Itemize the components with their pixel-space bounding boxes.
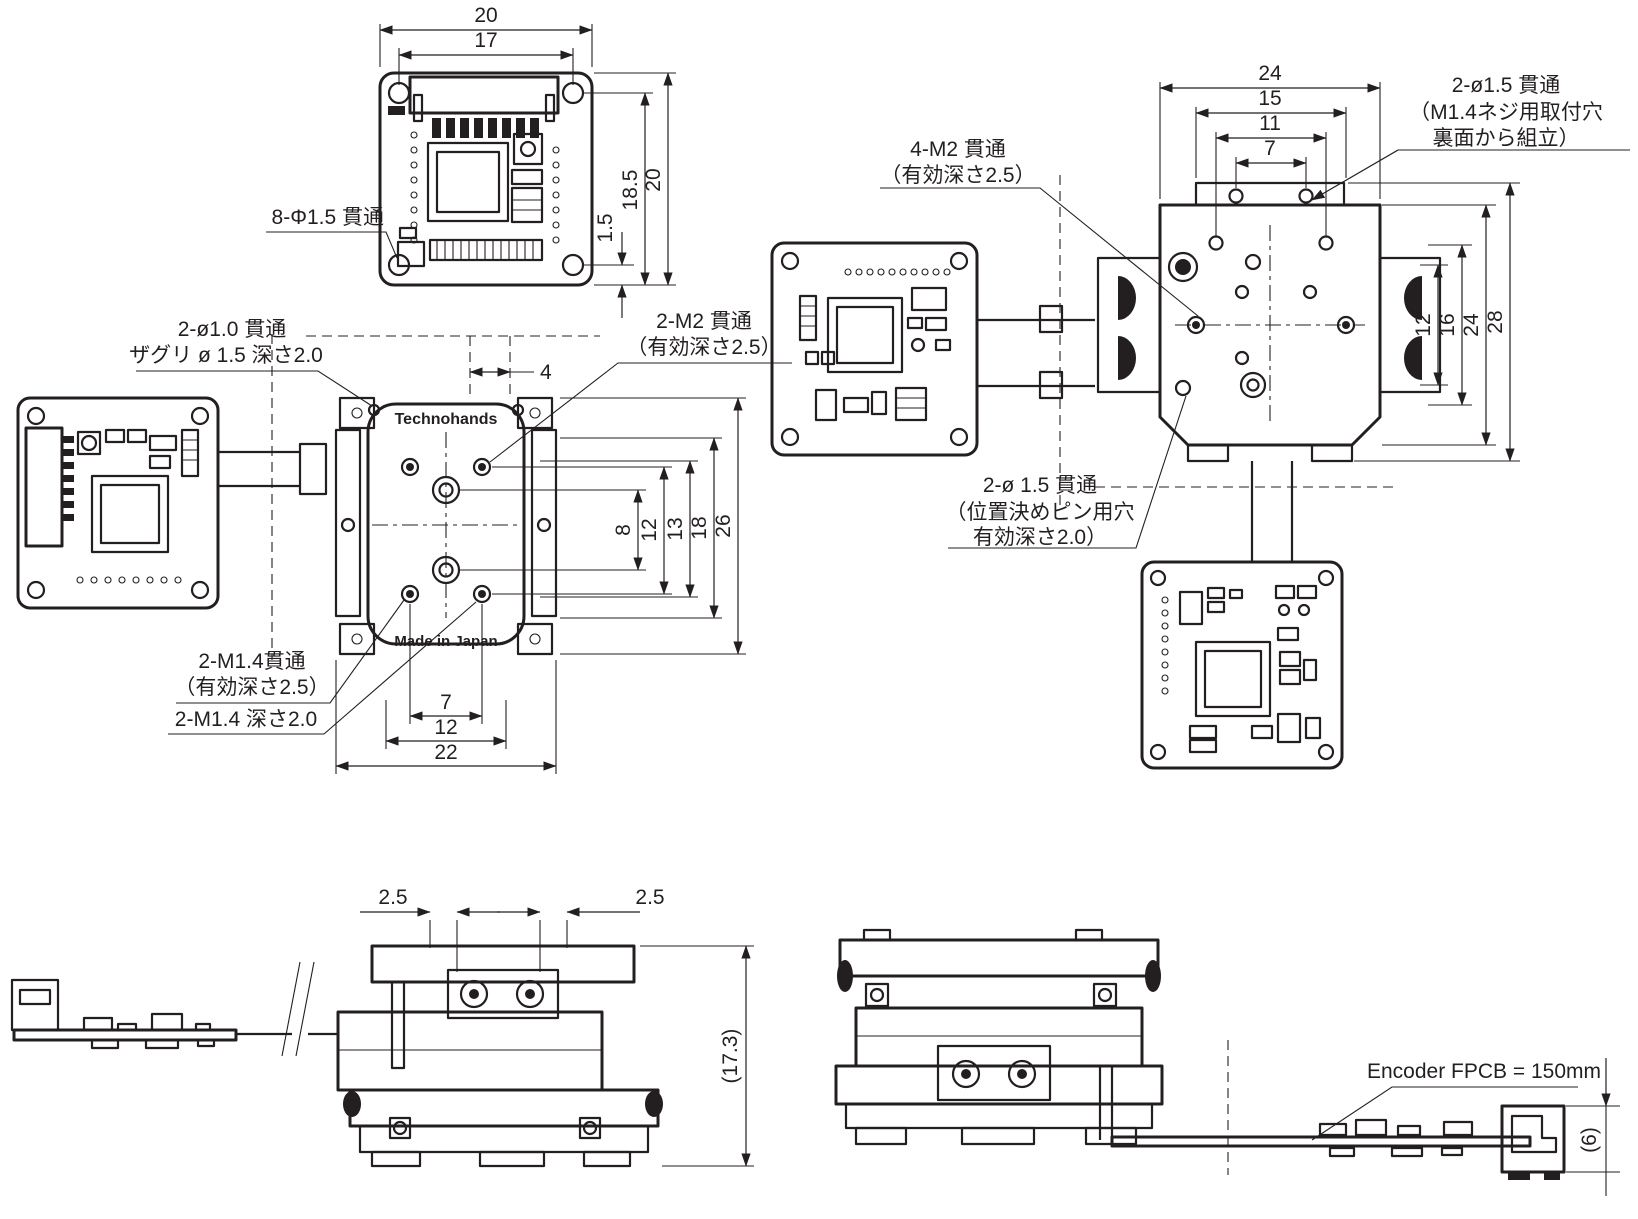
dim-encoder-hole-edge: 1.5 xyxy=(594,213,617,242)
label-m2-line1: 2-M2 貫通 xyxy=(656,310,752,333)
dim-plan-right-26: 26 xyxy=(712,514,735,537)
dim-bottom-top-11: 11 xyxy=(1259,112,1281,135)
break-lines xyxy=(281,961,315,1057)
test-pads xyxy=(410,131,560,244)
label-4m2-line1: 4-M2 貫通 xyxy=(910,138,1006,161)
label-4m2-line2: （有効深さ2.5） xyxy=(880,164,1035,187)
front-edge-pcb xyxy=(10,978,238,1050)
label-m14-depth: 2-M1.4 深さ2.0 xyxy=(175,708,317,731)
dim-front-height: (17.3) xyxy=(719,1029,742,1084)
stage-body-bottom xyxy=(1096,181,1442,463)
dim-plan-bottom-7: 7 xyxy=(440,691,452,714)
connector-pins xyxy=(432,118,539,138)
rear-fpcb xyxy=(1110,1104,1566,1180)
dim-plan-bottom-12: 12 xyxy=(434,716,457,739)
fpc-connector xyxy=(408,75,560,115)
front-stage xyxy=(336,944,663,1168)
fpcb-connector xyxy=(1500,1104,1566,1180)
origin-mark: Made in Japan xyxy=(394,633,497,650)
dim-bottom-top-15: 15 xyxy=(1258,87,1281,110)
label-mount-line1: 2-ø1.5 貫通 xyxy=(1452,74,1561,97)
label-encoder-fpcb: Encoder FPCB = 150mm xyxy=(1367,1060,1601,1083)
dim-front-right-offset: 2.5 xyxy=(635,886,664,909)
dim-encoder-height-holes: 18.5 xyxy=(619,170,642,211)
dim-plan-right-13: 13 xyxy=(664,517,687,540)
dim-encoder-width-outer: 20 xyxy=(474,4,497,27)
dim-plan-right-8: 8 xyxy=(612,524,635,536)
label-counterbore-line1: 2-ø1.0 貫通 xyxy=(178,318,287,341)
dim-plan-right-18: 18 xyxy=(688,516,711,539)
dim-bottom-right-16: 16 xyxy=(1436,313,1459,336)
fpc-ribbon xyxy=(218,450,300,488)
dim-bottom-right-24: 24 xyxy=(1460,313,1483,337)
dim-bottom-top-24: 24 xyxy=(1258,62,1282,85)
stage-bottom-view: 24 15 11 7 12 16 24 28 4-M2 貫通 （有効深さ2.5）… xyxy=(770,62,1630,770)
label-encoder-holes: 8-Φ1.5 貫通 xyxy=(272,206,384,229)
pin-strip xyxy=(428,238,544,262)
label-m14-tap-line1: 2-M1.4貫通 xyxy=(198,650,305,673)
stage-body: Technohands Made in Japan xyxy=(334,396,558,656)
rear-stage xyxy=(834,928,1164,1146)
front-elevation-view: 2.5 2.5 (17.3) xyxy=(10,886,754,1168)
smd-components xyxy=(396,132,544,268)
encoder-ic xyxy=(426,141,510,223)
bottom-hanging-pcb xyxy=(1140,560,1344,770)
label-pin-line3: 有効深さ2.0） xyxy=(973,526,1107,549)
dim-bottom-right-12: 12 xyxy=(1412,313,1435,336)
dim-bottom-top-7: 7 xyxy=(1264,137,1276,160)
dim-connector-height: (6) xyxy=(1578,1127,1601,1153)
rear-elevation-view: Encoder FPCB = 150mm (6) xyxy=(834,928,1620,1196)
dim-front-left-offset: 2.5 xyxy=(378,886,407,909)
encoder-pcb-top-view: 20 17 20 18.5 1.5 8-Φ1.5 貫通 xyxy=(266,4,676,318)
label-m14-tap-line2: （有効深さ2.5） xyxy=(174,676,329,699)
dim-bottom-right-28: 28 xyxy=(1484,310,1507,333)
plan-side-pcb xyxy=(16,396,220,610)
dim-plan-bottom-22: 22 xyxy=(434,741,457,764)
label-pin-line2: （位置決めピン用穴 xyxy=(946,501,1135,524)
fpc-ribbon-2 xyxy=(977,318,1095,388)
dim-encoder-width-holes: 17 xyxy=(474,29,497,52)
bottom-side-pcb xyxy=(770,241,979,457)
fpc-ribbon-3 xyxy=(1250,461,1294,562)
label-counterbore-line2: ザグリ ø 1.5 深さ2.0 xyxy=(129,344,323,367)
dim-plan-slot: 4 xyxy=(540,361,552,384)
label-m2-line2: （有効深さ2.5） xyxy=(626,336,781,359)
brand-logo: Technohands xyxy=(395,411,498,428)
stage-plan-view: Technohands Made in Japan 4 8 12 13 18 2… xyxy=(16,310,792,774)
label-mount-line2: （M1.4ネジ用取付穴 xyxy=(1409,101,1603,124)
dim-plan-right-12: 12 xyxy=(638,518,661,541)
label-mount-line3: 裏面から組立） xyxy=(1433,127,1580,150)
label-pin-line1: 2-ø 1.5 貫通 xyxy=(983,474,1097,497)
pcb-outline xyxy=(378,71,594,287)
